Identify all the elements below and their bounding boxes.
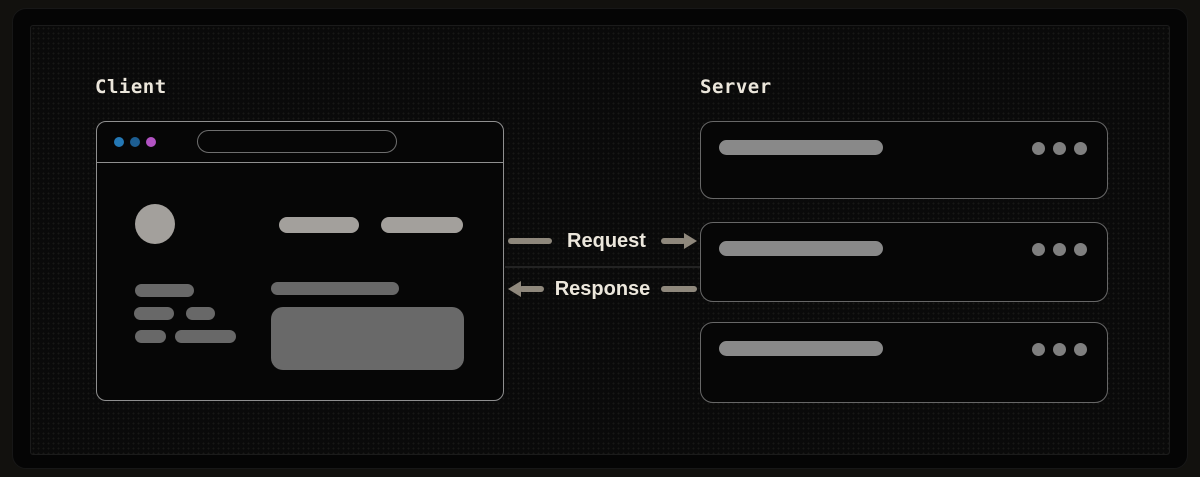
avatar: [135, 204, 175, 244]
request-flow: Request: [505, 229, 700, 253]
skeleton-pill: [271, 282, 399, 295]
server-node: [700, 322, 1108, 403]
ellipsis-dots-icon: [1032, 142, 1087, 155]
arrow-right-icon: [661, 233, 697, 249]
browser-window-mockup: [96, 121, 504, 401]
skeleton-pill: [135, 284, 194, 297]
response-label: Response: [554, 277, 651, 300]
connector-line: [505, 266, 700, 268]
browser-topbar: [97, 122, 503, 163]
skeleton-pill: [134, 307, 174, 320]
arrow-left-icon: [508, 281, 544, 297]
skeleton-pill: [381, 217, 463, 233]
traffic-light-dot-2-icon: [130, 137, 140, 147]
url-bar: [197, 130, 397, 153]
traffic-light-dot-3-icon: [146, 137, 156, 147]
response-line-segment: [661, 286, 697, 292]
browser-content: [97, 163, 503, 401]
skeleton-pill: [175, 330, 236, 343]
server-status-pill: [719, 140, 883, 155]
server-section-label: Server: [700, 76, 772, 98]
request-line-segment: [508, 238, 552, 244]
response-flow: Response: [505, 277, 700, 301]
skeleton-block: [271, 307, 464, 370]
client-section-label: Client: [95, 76, 167, 98]
ellipsis-dots-icon: [1032, 343, 1087, 356]
request-label: Request: [567, 229, 646, 252]
server-node: [700, 222, 1108, 302]
skeleton-pill: [279, 217, 359, 233]
ellipsis-dots-icon: [1032, 243, 1087, 256]
server-status-pill: [719, 341, 883, 356]
server-node: [700, 121, 1108, 199]
server-status-pill: [719, 241, 883, 256]
traffic-light-dot-1-icon: [114, 137, 124, 147]
skeleton-pill: [186, 307, 215, 320]
skeleton-pill: [135, 330, 166, 343]
